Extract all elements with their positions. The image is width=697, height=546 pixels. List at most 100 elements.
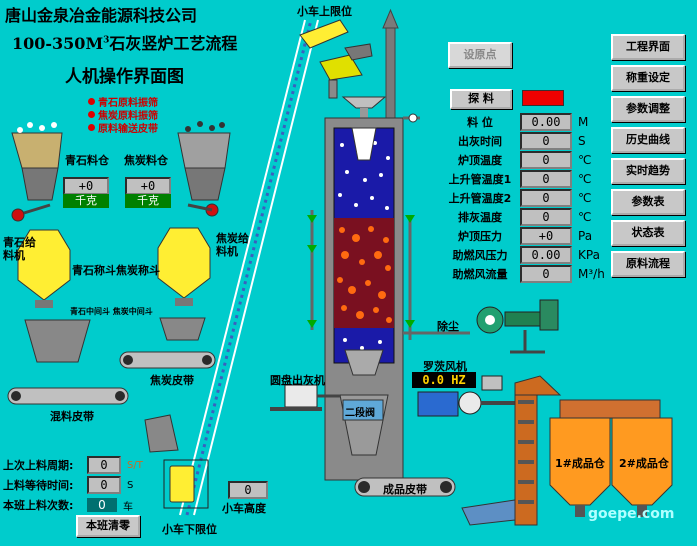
param-row: 料 位 0.00 M	[440, 112, 605, 131]
nav-button-material-flow[interactable]: 原料流程	[611, 251, 685, 277]
param-unit: KPa	[578, 247, 600, 262]
cycle-row-value: 0	[87, 476, 121, 494]
param-row: 助燃风压力 0.00 KPa	[440, 245, 605, 264]
param-value: 0	[520, 169, 572, 188]
param-value: 0	[520, 131, 572, 150]
stone-bin-icon	[11, 132, 63, 169]
coke-belt-label: 焦炭皮带	[150, 374, 194, 387]
mix-belt-icon	[7, 387, 129, 405]
cooling-cone	[344, 349, 384, 376]
legend-item: 原料输送皮带	[88, 121, 158, 135]
coke-bin-label: 焦炭料仓	[124, 154, 168, 167]
coke-scale-label: 焦炭称斗	[116, 264, 160, 277]
param-unit: M³/h	[578, 266, 605, 281]
status-dot-icon	[88, 98, 95, 105]
disc-discharger-icon	[284, 384, 318, 408]
bucket-elevator	[514, 389, 538, 526]
stone-feeder-icon	[11, 208, 25, 222]
param-label: 上升管温度2	[448, 191, 512, 205]
product-bin-1-label: 1#成品仓	[555, 457, 605, 470]
top-hopper-icon	[341, 96, 387, 109]
cycle-row-unit: S	[127, 479, 134, 491]
cycle-row-label: 上料等待时间:	[3, 479, 74, 492]
process-title-rest: 石灰竖炉工艺流程	[109, 34, 238, 53]
status-dot-icon	[88, 111, 95, 118]
param-label: 助燃风压力	[452, 248, 508, 262]
stone-scale-icon	[17, 229, 71, 301]
nav-button-status[interactable]: 状态表	[611, 220, 685, 246]
legend-label: 焦炭原料振筛	[98, 111, 158, 122]
legend-label: 青石原料振筛	[98, 98, 158, 109]
set-origin-button[interactable]: 设原点	[448, 42, 512, 68]
param-value: 0	[520, 150, 572, 169]
param-value: 0	[520, 188, 572, 207]
coke-weight-value: +0	[125, 177, 171, 195]
cycle-row-unit: 车	[123, 501, 133, 513]
stone-weight-value: +0	[63, 177, 109, 195]
nav-button-params[interactable]: 参数调整	[611, 96, 685, 122]
process-title-size: 100-350M	[12, 34, 104, 53]
stone-mid-hopper-icon	[24, 319, 91, 363]
param-label: 炉顶温度	[458, 153, 502, 167]
disc-discharger-label: 圆盘出灰机	[270, 374, 325, 387]
cycle-row: 上次上料周期: 0 S/T	[3, 455, 143, 475]
stone-bin-label: 青石料仓	[65, 154, 109, 167]
cycle-row-value: 0	[87, 456, 121, 474]
nav-button-param-table[interactable]: 参数表	[611, 189, 685, 215]
stage2-valve-label: 二段阀	[345, 408, 375, 419]
legend-item: 焦炭原料振筛	[88, 108, 158, 122]
param-value: 0	[520, 264, 572, 283]
param-row: 上升管温度2 0 ℃	[440, 188, 605, 207]
product-bin-2	[611, 417, 673, 506]
dust-label: 除尘	[437, 320, 459, 333]
nav-button-trend[interactable]: 实时趋势	[611, 158, 685, 184]
stone-particles	[338, 141, 390, 350]
param-unit: S	[578, 133, 586, 148]
param-label: 助燃风流量	[452, 267, 508, 281]
param-panel: 料 位 0.00 M 出灰时间 0 S 炉顶温度 0 ℃ 上升管温度1 0 ℃ …	[440, 112, 605, 283]
cycle-row: 上料等待时间: 0 S	[3, 475, 143, 495]
param-value: 0.00	[520, 112, 572, 131]
stage2-valve-box	[342, 399, 384, 421]
top-chute-icon	[319, 54, 363, 81]
distributor-icon	[351, 127, 377, 161]
probe-button[interactable]: 探 料	[450, 89, 512, 109]
reset-shift-button[interactable]: 本班清零	[76, 515, 140, 537]
status-dot-icon	[88, 124, 95, 131]
param-row: 助燃风流量 0 M³/h	[440, 264, 605, 283]
param-unit: ℃	[578, 152, 592, 167]
process-title: 100-350M3石灰竖炉工艺流程	[12, 30, 237, 54]
cycle-row: 本班上料次数: 0 车	[3, 495, 143, 515]
param-label: 上升管温度1	[448, 172, 512, 186]
param-label: 出灰时间	[458, 134, 502, 148]
param-value: +0	[520, 226, 572, 245]
blower-motor-icon	[417, 391, 459, 417]
skip-rail-center	[185, 19, 313, 516]
param-unit: ℃	[578, 190, 592, 205]
coke-scale-icon	[157, 227, 211, 299]
param-row: 出灰时间 0 S	[440, 131, 605, 150]
coke-feeder-label: 焦炭给料机	[216, 232, 249, 258]
nav-button-history[interactable]: 历史曲线	[611, 127, 685, 153]
coke-weight-unit: 千克	[125, 194, 171, 208]
process-title-sup: 3	[103, 35, 110, 46]
product-belt-icon	[354, 477, 456, 497]
nav-button-engineering[interactable]: 工程界面	[611, 34, 685, 60]
blower-label: 罗茨风机	[423, 360, 467, 373]
nav-button-weighing[interactable]: 称重设定	[611, 65, 685, 91]
watermark: goepe.com	[588, 506, 675, 522]
param-value: 0.00	[520, 245, 572, 264]
param-unit: ℃	[578, 171, 592, 186]
skip-rail-right	[193, 19, 319, 516]
skip-rail-left	[179, 19, 306, 516]
param-row: 炉顶压力 +0 Pa	[440, 226, 605, 245]
top-skip-icon	[299, 19, 349, 49]
param-label: 排灰温度	[458, 210, 502, 224]
company-title: 唐山金泉冶金能源科技公司	[5, 6, 198, 25]
cycle-row-value: 0	[87, 498, 117, 512]
blower-icon	[458, 391, 482, 415]
mid-hopper-label: 青石中间斗 焦炭中间斗	[70, 307, 153, 316]
param-unit: Pa	[578, 228, 593, 243]
cycle-row-unit: S/T	[127, 459, 143, 471]
